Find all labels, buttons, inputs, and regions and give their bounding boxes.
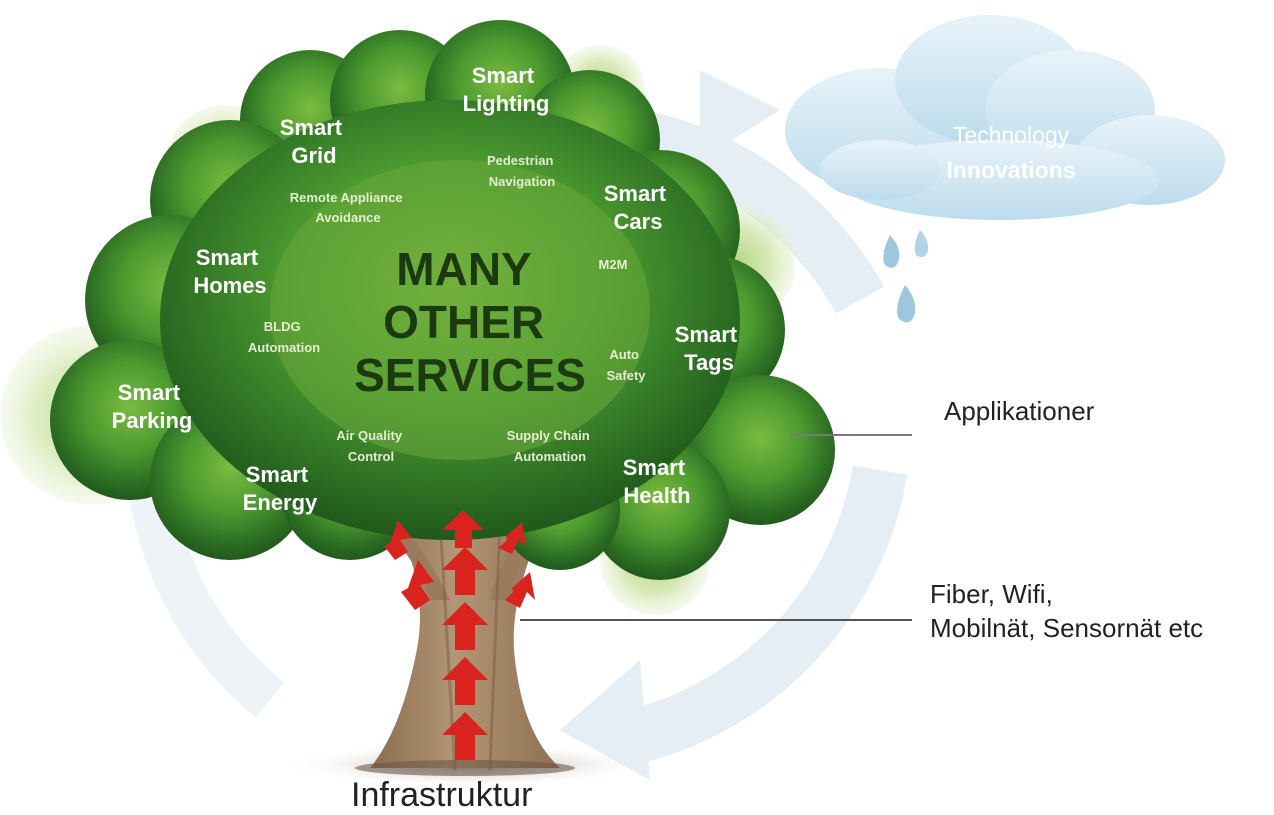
auto-safety-label: Auto Safety bbox=[606, 347, 646, 383]
network-label-line-1: Fiber, Wifi, bbox=[930, 579, 1053, 609]
smart-grid-label: Smart Grid bbox=[280, 115, 348, 168]
smart-tags-label: Smart Tags bbox=[675, 322, 743, 375]
air-quality-label: Air Quality Control bbox=[336, 428, 405, 464]
smart-parking-label: Smart Parking bbox=[112, 380, 193, 433]
smart-energy-label: Smart Energy bbox=[243, 462, 318, 515]
canopy-labels: Smart Lighting Smart Grid Pedestrian Nav… bbox=[112, 63, 743, 515]
growth-arrows bbox=[384, 510, 535, 760]
cloud-line-2: Innovations bbox=[946, 157, 1075, 183]
network-label-line-2: Mobilnät, Sensornät etc bbox=[930, 613, 1204, 643]
many-other-services-label: MANY OTHER SERVICES bbox=[354, 243, 586, 401]
smart-cars-label: Smart Cars bbox=[604, 181, 672, 234]
smart-homes-label: Smart Homes bbox=[193, 245, 266, 298]
applications-label: Applikationer bbox=[944, 396, 1095, 426]
supply-chain-label: Supply Chain Automation bbox=[507, 428, 594, 464]
tree-canopy bbox=[50, 20, 835, 580]
smart-lighting-label: Smart Lighting bbox=[463, 63, 550, 116]
cloud-icon bbox=[785, 15, 1225, 220]
raindrop-icons bbox=[883, 230, 929, 323]
remote-appliance-label: Remote Appliance Avoidance bbox=[290, 190, 407, 225]
bldg-automation-label: BLDG Automation bbox=[248, 319, 320, 355]
pedestrian-navigation-label: Pedestrian Navigation bbox=[487, 153, 557, 189]
m2m-label: M2M bbox=[599, 257, 628, 272]
cloud-line-1: Technology bbox=[953, 122, 1070, 148]
network-label: Fiber, Wifi, Mobilnät, Sensornät etc bbox=[930, 577, 1203, 645]
infrastructure-label: Infrastruktur bbox=[351, 776, 533, 814]
smart-health-label: Smart Health bbox=[623, 455, 691, 508]
